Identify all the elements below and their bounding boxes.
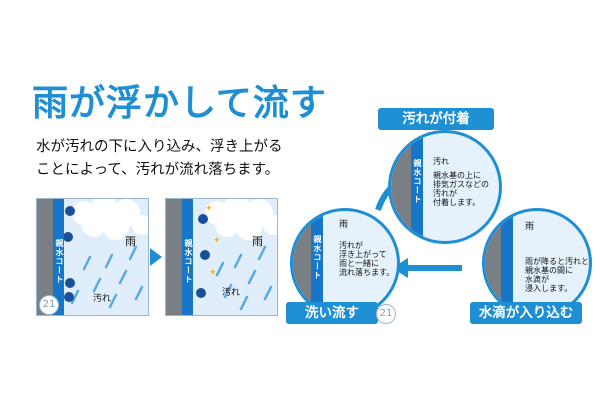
cycle-left-desc-4: 流れ落ちます。 [339,268,395,277]
coat-label: 親水コート [55,239,64,284]
cycle-top-desc-4: 付着します。 [433,198,481,207]
page-title: 雨が浮かして流す [32,83,327,124]
hydrophilic-coat [53,199,64,315]
hydrophilic-coat [411,133,423,241]
wall-surface [37,199,53,315]
dirt-label: 汚れ [93,294,112,304]
wall-surface [485,211,501,315]
cycle-circle-left: 親水コート 雨 汚れが 浮き上がって 雨と一緒に 流れ落ちます。 [290,208,400,318]
cycle-left-desc-2: 浮き上がって [339,250,387,259]
cycle-right-desc-4: 浸入します。 [525,284,573,293]
hydrophilic-coat [501,211,513,315]
svg-text:✦: ✦ [209,268,217,278]
description-line-2: ことによって、汚れが流れ落ちます。 [36,162,280,178]
coat-label: 親水コート [413,159,422,204]
svg-text:✦: ✦ [205,204,213,214]
cycle-top-desc-2: 排気ガスなどの [433,180,489,189]
coat-label: 親水コート [313,235,322,280]
cycle-top-desc-1: 親水基の上に [433,171,481,180]
rain-label: 雨 [525,222,535,232]
cycle-right-desc-3: 水滴が [525,275,549,284]
cycle-left-desc-1: 汚れが [339,241,363,250]
description-line-1: 水が汚れの下に入り込み、浮き上がる [36,139,283,155]
dirt-label: 汚れ [222,288,241,298]
wall-surface [293,211,311,315]
rain-label: 雨 [125,235,136,248]
rain-illustration: ✦ ✦ ✦ [196,199,277,311]
cycle-right-desc-2: 親水基の間に [525,266,573,275]
hydrophilic-coat [311,211,323,315]
rain-label: 雨 [339,220,349,230]
cycle-circle-top: 親水コート 汚れ 親水基の上に 排気ガスなどの 汚れが 付着します。 [388,130,502,244]
coat-label: 親水コート [184,239,193,284]
wall-surface [391,133,411,241]
panel-number: 21 [39,295,59,315]
rain-illustration [64,199,148,309]
cycle-top-desc-3: 汚れが [433,189,457,198]
svg-text:✦: ✦ [213,236,221,246]
cycle-left-desc-3: 雨と一緒に [339,259,379,268]
cycle-number: 21 [376,304,396,324]
cycle-tag-dirt-attached: 汚れが付着 [378,108,494,130]
cycle-right-desc-1: 雨が降ると汚れと [525,257,589,266]
cycle-tag-water-enters: 水滴が入り込む [470,302,582,324]
after-panel: 親水コート ✦ ✦ ✦ 雨 汚れ [165,198,278,316]
wall-surface [166,199,182,315]
cycle-tag-wash-away: 洗い流す [286,302,378,324]
next-arrow-icon [150,248,162,266]
rain-label: 雨 [252,235,263,248]
cycle-circle-right: 雨 雨が降ると汚れと 親水基の間に 水滴が 浸入します。 [482,208,592,318]
hydrophilic-coat [182,199,193,315]
dirt-label: 汚れ [433,157,449,166]
before-panel: 親水コート 雨 汚れ 21 [36,198,149,316]
